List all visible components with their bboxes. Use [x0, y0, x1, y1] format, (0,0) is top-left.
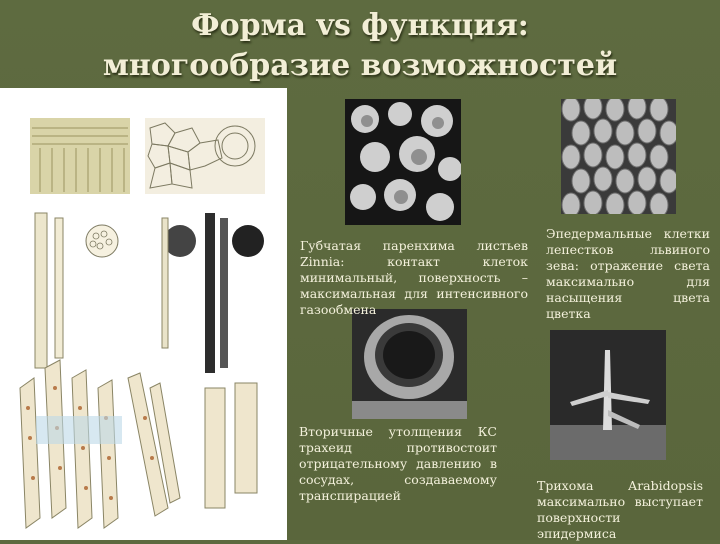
caption-epidermal-cells: Эпедермальные клетки лепестков львиного … [546, 226, 710, 321]
figure-d [161, 213, 264, 373]
figure-a-block [30, 118, 130, 194]
spongy-parenchyma-micrograph [345, 99, 461, 225]
title-line-1: Форма vs функция: [191, 8, 529, 43]
title-line-2: многообразие возможностей [102, 48, 618, 83]
epidermal-cells-micrograph [561, 99, 676, 214]
figure-b-cells [145, 118, 265, 194]
textbook-figure [19, 118, 265, 529]
caption-trichome: Трихома Arabidopsis максимально выступае… [537, 478, 703, 541]
tracheid-micrograph [352, 309, 467, 419]
trichome-micrograph [550, 330, 666, 460]
textbook-figure-panel [0, 88, 287, 540]
slide-title: Форма vs функция: многообразие возможнос… [0, 6, 720, 86]
figure-c [34, 212, 119, 369]
caption-tracheid: Вторичные утолщения КС трахеид противост… [299, 424, 497, 503]
caption-spongy-parenchyma: Губчатая паренхима листьев Zinnia: конта… [300, 238, 528, 317]
